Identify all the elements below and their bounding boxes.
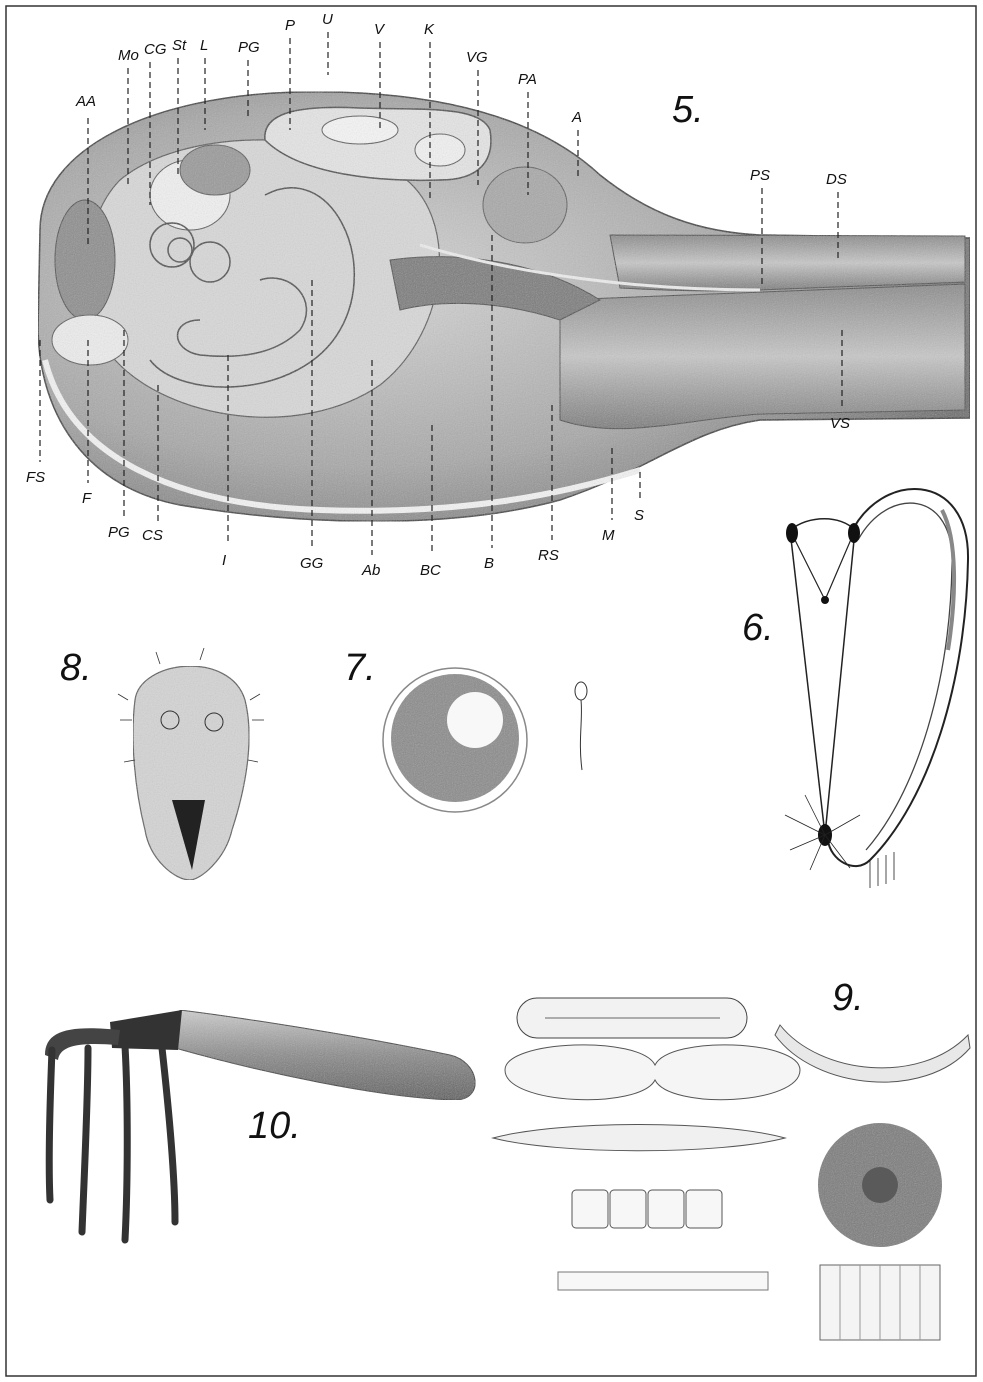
fig6-outer-loop [828, 489, 968, 866]
figure-number-10: 10. [248, 1105, 301, 1147]
figure-10-fork: 10. [45, 1010, 475, 1240]
fig5-kidney [415, 134, 465, 166]
label-K: K [424, 21, 435, 38]
label-M: M [602, 527, 615, 544]
fig10-crossbar [45, 1028, 120, 1060]
label-St: St [172, 37, 187, 54]
fig9-colony-core [862, 1167, 898, 1203]
label-I: I [222, 552, 226, 569]
fig9-navicula [493, 1125, 785, 1151]
fig5-ventricle [322, 116, 398, 144]
fig5-posterior-adductor [483, 167, 567, 243]
fig10-tines [49, 1046, 175, 1240]
label-VS: VS [830, 415, 850, 432]
fig9-desmid [505, 1045, 800, 1100]
fig10-ferrule [110, 1010, 182, 1050]
figure-5-anatomy [38, 92, 970, 521]
label-S: S [634, 507, 644, 524]
label-FS: FS [26, 469, 45, 486]
label-F: F [82, 490, 92, 507]
label-RS: RS [538, 547, 559, 564]
label-CS: CS [142, 527, 163, 544]
label-Ab: Ab [361, 562, 380, 579]
label-AA: AA [75, 93, 96, 110]
fig7-nucleus [447, 692, 503, 748]
fig9-chain-cells [572, 1190, 722, 1228]
label-PS: PS [750, 167, 770, 184]
fig5-dorsal-siphon [610, 235, 965, 291]
label-U: U [322, 11, 333, 28]
fig6-right-strand [825, 530, 855, 835]
fig9-filament [558, 1272, 768, 1290]
label-B: B [484, 555, 494, 572]
label-PG-bottom: PG [108, 524, 130, 541]
figure-6-loop: 6. [742, 489, 968, 888]
label-BC: BC [420, 562, 441, 579]
fig6-node-left [786, 523, 798, 543]
label-PG-top: PG [238, 39, 260, 56]
fig6-node-middle [821, 596, 829, 604]
label-VG: VG [466, 49, 488, 66]
fig7-sperm-tail [580, 700, 582, 770]
label-A: A [571, 109, 582, 126]
fig10-handle [175, 1010, 475, 1100]
label-L: L [200, 37, 208, 54]
fig5-foot [52, 315, 128, 365]
fig6-left-strand [790, 530, 825, 835]
label-V: V [374, 21, 386, 38]
fig6-node-right [848, 523, 860, 543]
figure-number-9: 9. [832, 977, 864, 1019]
label-GG: GG [300, 555, 324, 572]
label-P: P [285, 17, 295, 34]
fig5-anterior-adductor [55, 200, 115, 320]
fig5-ventral-siphon [560, 284, 965, 429]
fig6-top-arc [790, 519, 855, 530]
fig9-crescent [775, 1025, 970, 1082]
figure-9-algae: 9. [493, 977, 970, 1340]
figure-7-egg: 7. [344, 647, 587, 812]
label-PA: PA [518, 71, 537, 88]
fig6-filaments [785, 795, 894, 888]
label-Mo: Mo [118, 47, 139, 64]
figure-number-5: 5. [672, 89, 704, 131]
figure-number-8: 8. [60, 647, 92, 689]
label-DS: DS [826, 171, 847, 188]
figure-8-larva: 8. [60, 647, 264, 880]
fig6-inner-loop [858, 503, 952, 850]
figure-number-6: 6. [742, 607, 774, 649]
label-CG-top: CG [144, 41, 167, 58]
fig5-liver [180, 145, 250, 195]
figure-number-7: 7. [344, 647, 376, 689]
fig7-sperm-head [575, 682, 587, 700]
